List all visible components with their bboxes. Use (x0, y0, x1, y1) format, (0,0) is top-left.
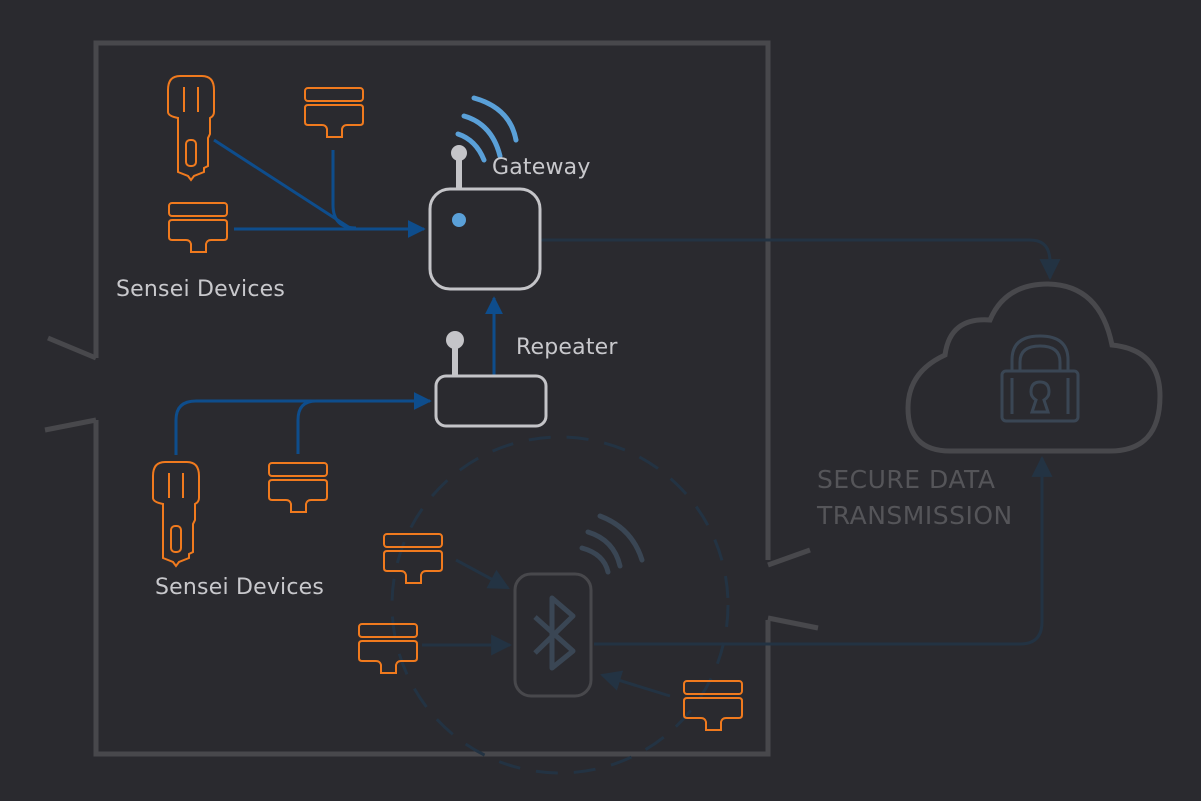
gateway-led (452, 213, 466, 227)
keyhole-icon (1029, 380, 1051, 414)
lock-icon (1010, 334, 1070, 372)
tag-sensor-icon (683, 680, 743, 731)
repeater-antenna (452, 342, 458, 376)
bluetooth-hub-body (513, 572, 593, 698)
bluetooth-icon (533, 595, 576, 671)
secure-transmission-label-line1: SECURE DATA (817, 465, 996, 494)
tag-sensor-icon (358, 623, 418, 674)
gateway-signal-icon (455, 95, 519, 163)
bluetooth-hub-node (513, 513, 645, 698)
secure-cloud-node (905, 281, 1163, 454)
flow-gateway-to-cloud (540, 238, 1061, 281)
devices-group-1-label: Sensei Devices (116, 277, 286, 302)
tag-sensor-icon (268, 462, 328, 513)
repeater-label: Repeater (516, 335, 618, 360)
gateway-antenna (456, 155, 462, 189)
bluetooth-range-circle (390, 435, 730, 775)
flow-tag3-to-repeater (296, 399, 317, 454)
devices-group-2-label: Sensei Devices (155, 575, 325, 600)
plug-sensor-icon (152, 461, 200, 567)
building-frame (93, 40, 771, 757)
flow-tag1-to-gateway (331, 150, 357, 230)
cloud-icon (905, 281, 1163, 454)
flow-tag4-to-bluetooth (455, 558, 510, 590)
door-right-lower (767, 615, 819, 631)
flow-plug1-to-gateway (213, 138, 351, 230)
repeater-antenna-tip (446, 331, 464, 349)
door-left-lower (44, 417, 97, 433)
gateway-antenna-tip (451, 145, 467, 161)
plug-sensor-icon (167, 75, 215, 181)
door-right-upper (767, 547, 811, 568)
lock-body (1000, 369, 1080, 423)
flow-bluetooth-to-cloud (594, 455, 1053, 646)
flow-tag6-to-bluetooth (599, 670, 671, 698)
tag-sensor-icon (383, 533, 443, 584)
bluetooth-signal-icon (579, 513, 645, 575)
repeater-body (434, 374, 548, 428)
gateway-body (428, 187, 542, 291)
repeater-node (434, 331, 548, 428)
tag-sensor-icon (304, 87, 364, 138)
secure-transmission-label-line2: TRANSMISSION (817, 501, 1013, 530)
gateway-label: Gateway (492, 155, 591, 180)
gateway-node (428, 95, 542, 291)
tag-sensor-icon (168, 202, 228, 253)
flow-plug2-to-repeater (174, 392, 432, 455)
door-left-upper (47, 335, 97, 361)
